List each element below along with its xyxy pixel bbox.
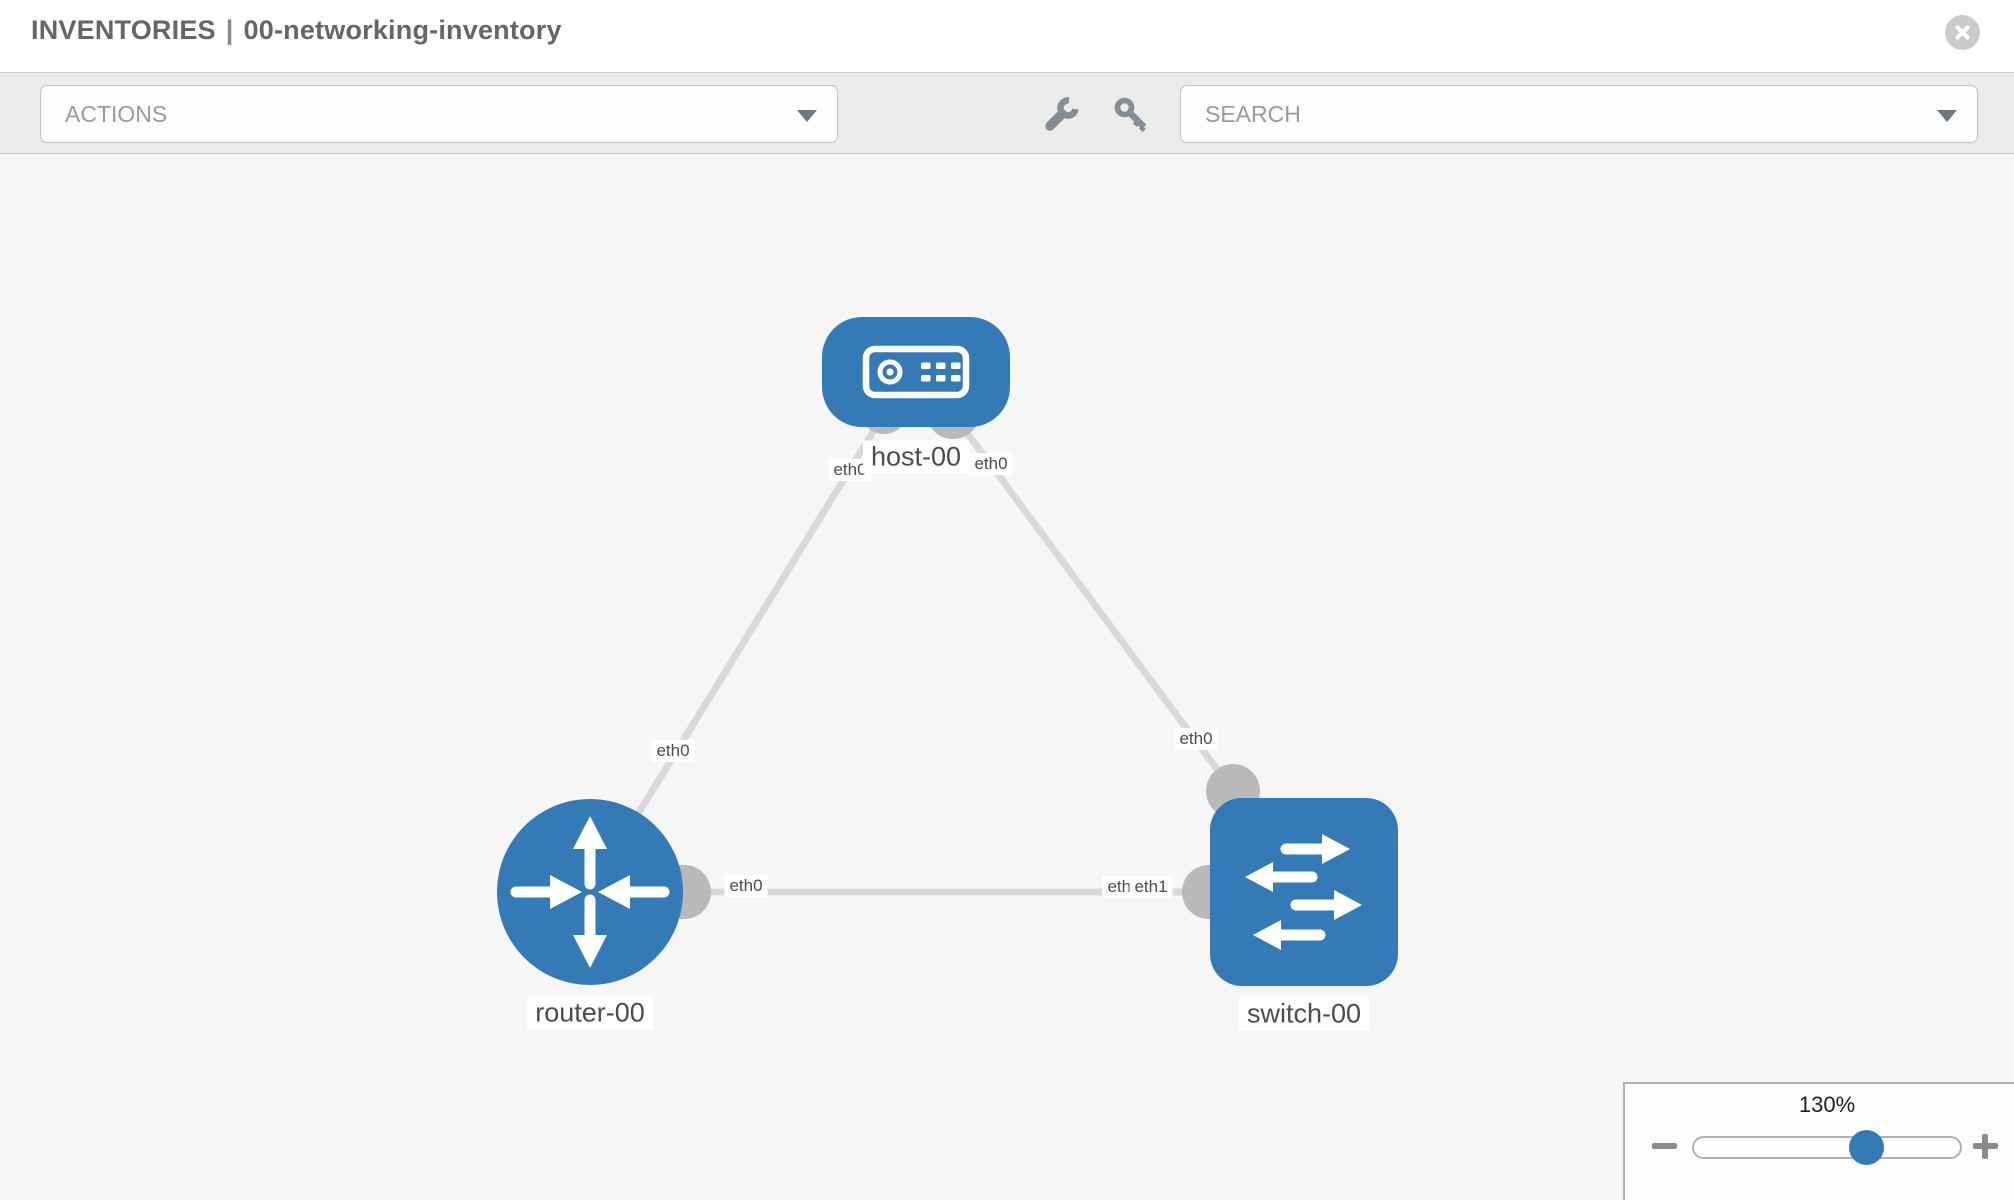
plus-icon xyxy=(1972,1133,1998,1159)
zoom-panel: 130% xyxy=(1623,1082,2014,1200)
node-label-host: host-00 xyxy=(862,440,970,474)
chevron-down-icon xyxy=(797,110,817,122)
link-host-router[interactable] xyxy=(587,412,887,894)
node-label-router: router-00 xyxy=(527,996,653,1030)
key-icon xyxy=(1114,97,1147,133)
breadcrumb-separator: | xyxy=(225,15,234,45)
zoom-slider-track[interactable] xyxy=(1692,1136,1962,1159)
iface-label-router-eth0-link: eth0 xyxy=(724,875,768,897)
wrench-tools-button[interactable] xyxy=(1043,95,1081,133)
breadcrumb-section: INVENTORIES xyxy=(31,15,216,45)
actions-dropdown-label: ACTIONS xyxy=(65,100,168,127)
inventory-name: 00-networking-inventory xyxy=(243,15,562,45)
iface-label-host-eth0-right: eth0 xyxy=(969,453,1013,475)
close-button[interactable] xyxy=(1945,15,1980,50)
node-router-00[interactable] xyxy=(497,799,683,985)
link-lines xyxy=(587,411,1304,896)
zoom-slider-handle[interactable] xyxy=(1849,1130,1884,1165)
server-icon xyxy=(862,345,970,399)
node-label-switch: switch-00 xyxy=(1238,997,1370,1031)
page-title: INVENTORIES | 00-networking-inventory xyxy=(31,15,562,46)
iface-label-router-eth0-diag: eth0 xyxy=(651,740,695,762)
zoom-in-button[interactable] xyxy=(1966,1127,2004,1165)
wrench-icon xyxy=(1045,97,1079,131)
node-host-00[interactable] xyxy=(822,317,1010,427)
toolbar: ACTIONS SEARCH xyxy=(0,73,2014,154)
header-bar: INVENTORIES | 00-networking-inventory xyxy=(0,0,2014,73)
actions-dropdown[interactable]: ACTIONS xyxy=(40,85,838,143)
router-arrows-icon xyxy=(510,816,670,968)
zoom-out-button[interactable] xyxy=(1645,1127,1683,1165)
switch-arrows-icon xyxy=(1245,834,1362,950)
key-credentials-button[interactable] xyxy=(1112,95,1150,133)
chevron-down-icon xyxy=(1937,110,1957,122)
close-x-icon xyxy=(1955,25,1970,40)
iface-label-switch-eth1: eth1 xyxy=(1129,876,1173,898)
minus-icon xyxy=(1651,1143,1677,1149)
topology-graph xyxy=(497,317,1398,986)
iface-label-switch-eth0-top: eth0 xyxy=(1174,728,1218,750)
zoom-percentage: 130% xyxy=(1798,1092,1856,1117)
topology-canvas: host-00 router-00 switch-00 eth0 eth0 et… xyxy=(0,154,2014,1200)
search-dropdown[interactable]: SEARCH xyxy=(1180,85,1978,143)
iface-label-host-eth0-left: eth0 xyxy=(828,459,872,481)
search-dropdown-label: SEARCH xyxy=(1205,100,1301,127)
node-switch-00[interactable] xyxy=(1210,798,1398,986)
